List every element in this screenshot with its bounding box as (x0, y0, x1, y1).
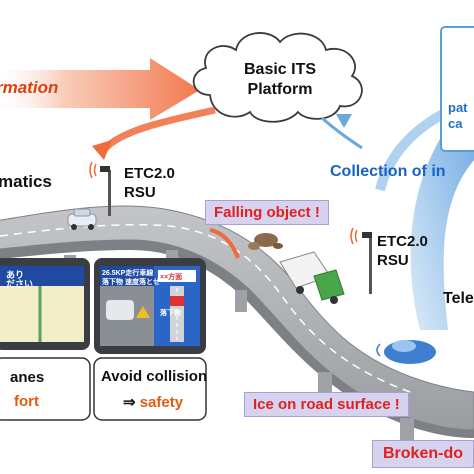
pillar (400, 418, 414, 446)
patrol-card (440, 26, 474, 152)
etc-rsu-pole-left (89, 161, 111, 216)
car-left (67, 208, 97, 230)
lane-marking (0, 223, 411, 393)
center-panel-line1: 26.5KP走行車線 (102, 270, 154, 277)
telematics-label: matics (0, 172, 52, 191)
information-label: rmation (0, 78, 59, 97)
safety-box (93, 357, 207, 421)
pillar (318, 372, 332, 396)
etc-rsu-left-text: ETC2.0 RSU (124, 165, 175, 201)
center-panel-line2: 落下物 速度落とせ (102, 279, 160, 286)
car-blue (376, 340, 436, 364)
left-panel-line1: あり (6, 270, 25, 280)
downlink-arrow (101, 106, 216, 153)
pillar (235, 290, 247, 312)
falling-arrow (209, 228, 240, 259)
incar-display-left (0, 258, 90, 350)
collection-arrow (410, 100, 474, 330)
telematics-right-label: Tele (443, 290, 474, 307)
highway-deck-edge (0, 240, 474, 438)
safety-arrow: ⇒ (122, 394, 136, 411)
downlink-arrowhead (92, 140, 112, 160)
sign-direction: ××方面 (160, 274, 183, 281)
etc-rsu-left-label: ETC2.0 RSU (124, 164, 184, 202)
etc-rsu-pole-right (350, 227, 372, 294)
incar-display-center (94, 258, 206, 354)
safety-label: safety (139, 394, 184, 411)
lanes-label: anes (10, 369, 45, 386)
comfort-label: fort (14, 393, 39, 410)
collection-label: Collection of in (330, 163, 446, 180)
etc-rsu-right-text: ETC2.0 RSU (377, 233, 428, 269)
broken-badge: Broken-do (372, 440, 474, 468)
uplink-arrowhead-small (336, 114, 352, 128)
falling-object-rocks (248, 233, 283, 250)
truck (279, 251, 345, 304)
etc-rsu-right-label: ETC2.0 RSU (377, 232, 437, 270)
information-arrow (0, 58, 200, 120)
platform-cloud (192, 32, 363, 123)
sign-falling: 落下物 (160, 310, 181, 317)
patrol-label: pat ca (448, 100, 468, 131)
falling-object-badge: Falling object ! (205, 200, 329, 225)
avoid-collision-label: Avoid collision (101, 368, 208, 385)
left-panel-line2: ださい (6, 279, 34, 289)
safety-line: ⇒ safety (101, 393, 205, 411)
ice-badge: Ice on road surface ! (244, 392, 409, 417)
comfort-box (0, 357, 91, 421)
platform-label: Basic ITS Platform (243, 61, 317, 98)
uplink-arrow-small (321, 116, 363, 150)
